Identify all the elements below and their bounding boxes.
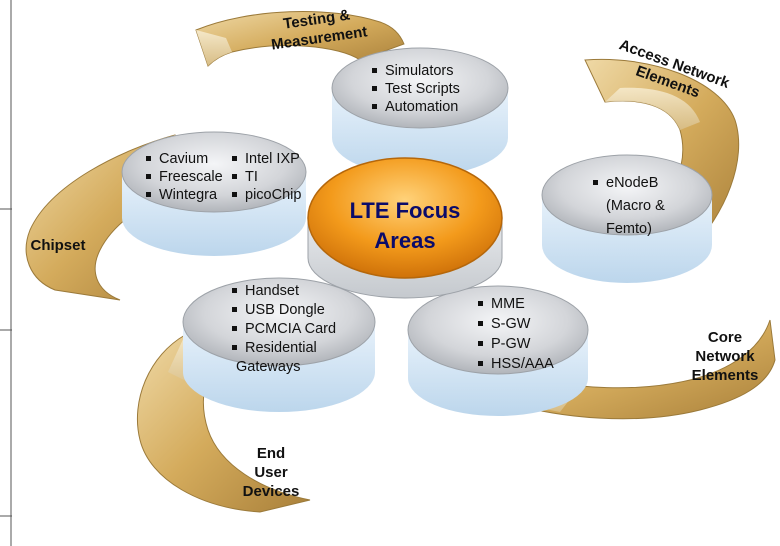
list-access: eNodeB (Macro & Femto) — [593, 172, 665, 241]
list-item: picoChip — [232, 186, 301, 204]
list-item: (Macro & — [606, 198, 665, 214]
list-chipset-col2: Intel IXP TI picoChip — [232, 150, 301, 204]
disc-chipset — [121, 131, 307, 256]
page-frame — [0, 0, 12, 546]
list-core: MME S-GW P-GW HSS/AAA — [478, 294, 554, 374]
center-cylinder — [307, 157, 503, 299]
list-item: Residential — [232, 339, 336, 358]
disc-core — [407, 285, 589, 416]
list-item: USB Dongle — [232, 301, 336, 320]
list-item: HSS/AAA — [478, 354, 554, 374]
list-item: Gateways — [236, 359, 301, 375]
center-title: LTE Focus Areas — [349, 198, 461, 253]
disc-access — [541, 154, 713, 283]
list-item: P-GW — [478, 334, 554, 354]
label-end-user-devices: End User Devices — [242, 445, 300, 500]
list-item: Cavium — [146, 150, 223, 168]
list-item: MME — [478, 294, 554, 314]
ribbon-testing — [195, 11, 405, 67]
list-item: Freescale — [146, 168, 223, 186]
list-item: Femto) — [606, 221, 652, 237]
label-chipset: Chipset — [30, 237, 86, 254]
list-item: Handset — [232, 282, 336, 301]
list-item: Test Scripts — [372, 80, 460, 98]
list-item: Intel IXP — [232, 150, 301, 168]
list-item: PCMCIA Card — [232, 320, 336, 339]
list-chipset-col1: Cavium Freescale Wintegra — [146, 150, 223, 204]
list-testing: Simulators Test Scripts Automation — [372, 62, 460, 116]
list-item: S-GW — [478, 314, 554, 334]
list-item: Wintegra — [146, 186, 223, 204]
label-core-network: Core Network Elements — [691, 329, 759, 384]
list-item: Simulators — [372, 62, 460, 80]
list-item: TI — [232, 168, 301, 186]
list-item: eNodeB — [593, 172, 665, 195]
disc-enduser — [182, 277, 376, 412]
list-end-user: Handset USB Dongle PCMCIA Card Residenti… — [232, 282, 336, 377]
list-item: Automation — [372, 98, 460, 116]
